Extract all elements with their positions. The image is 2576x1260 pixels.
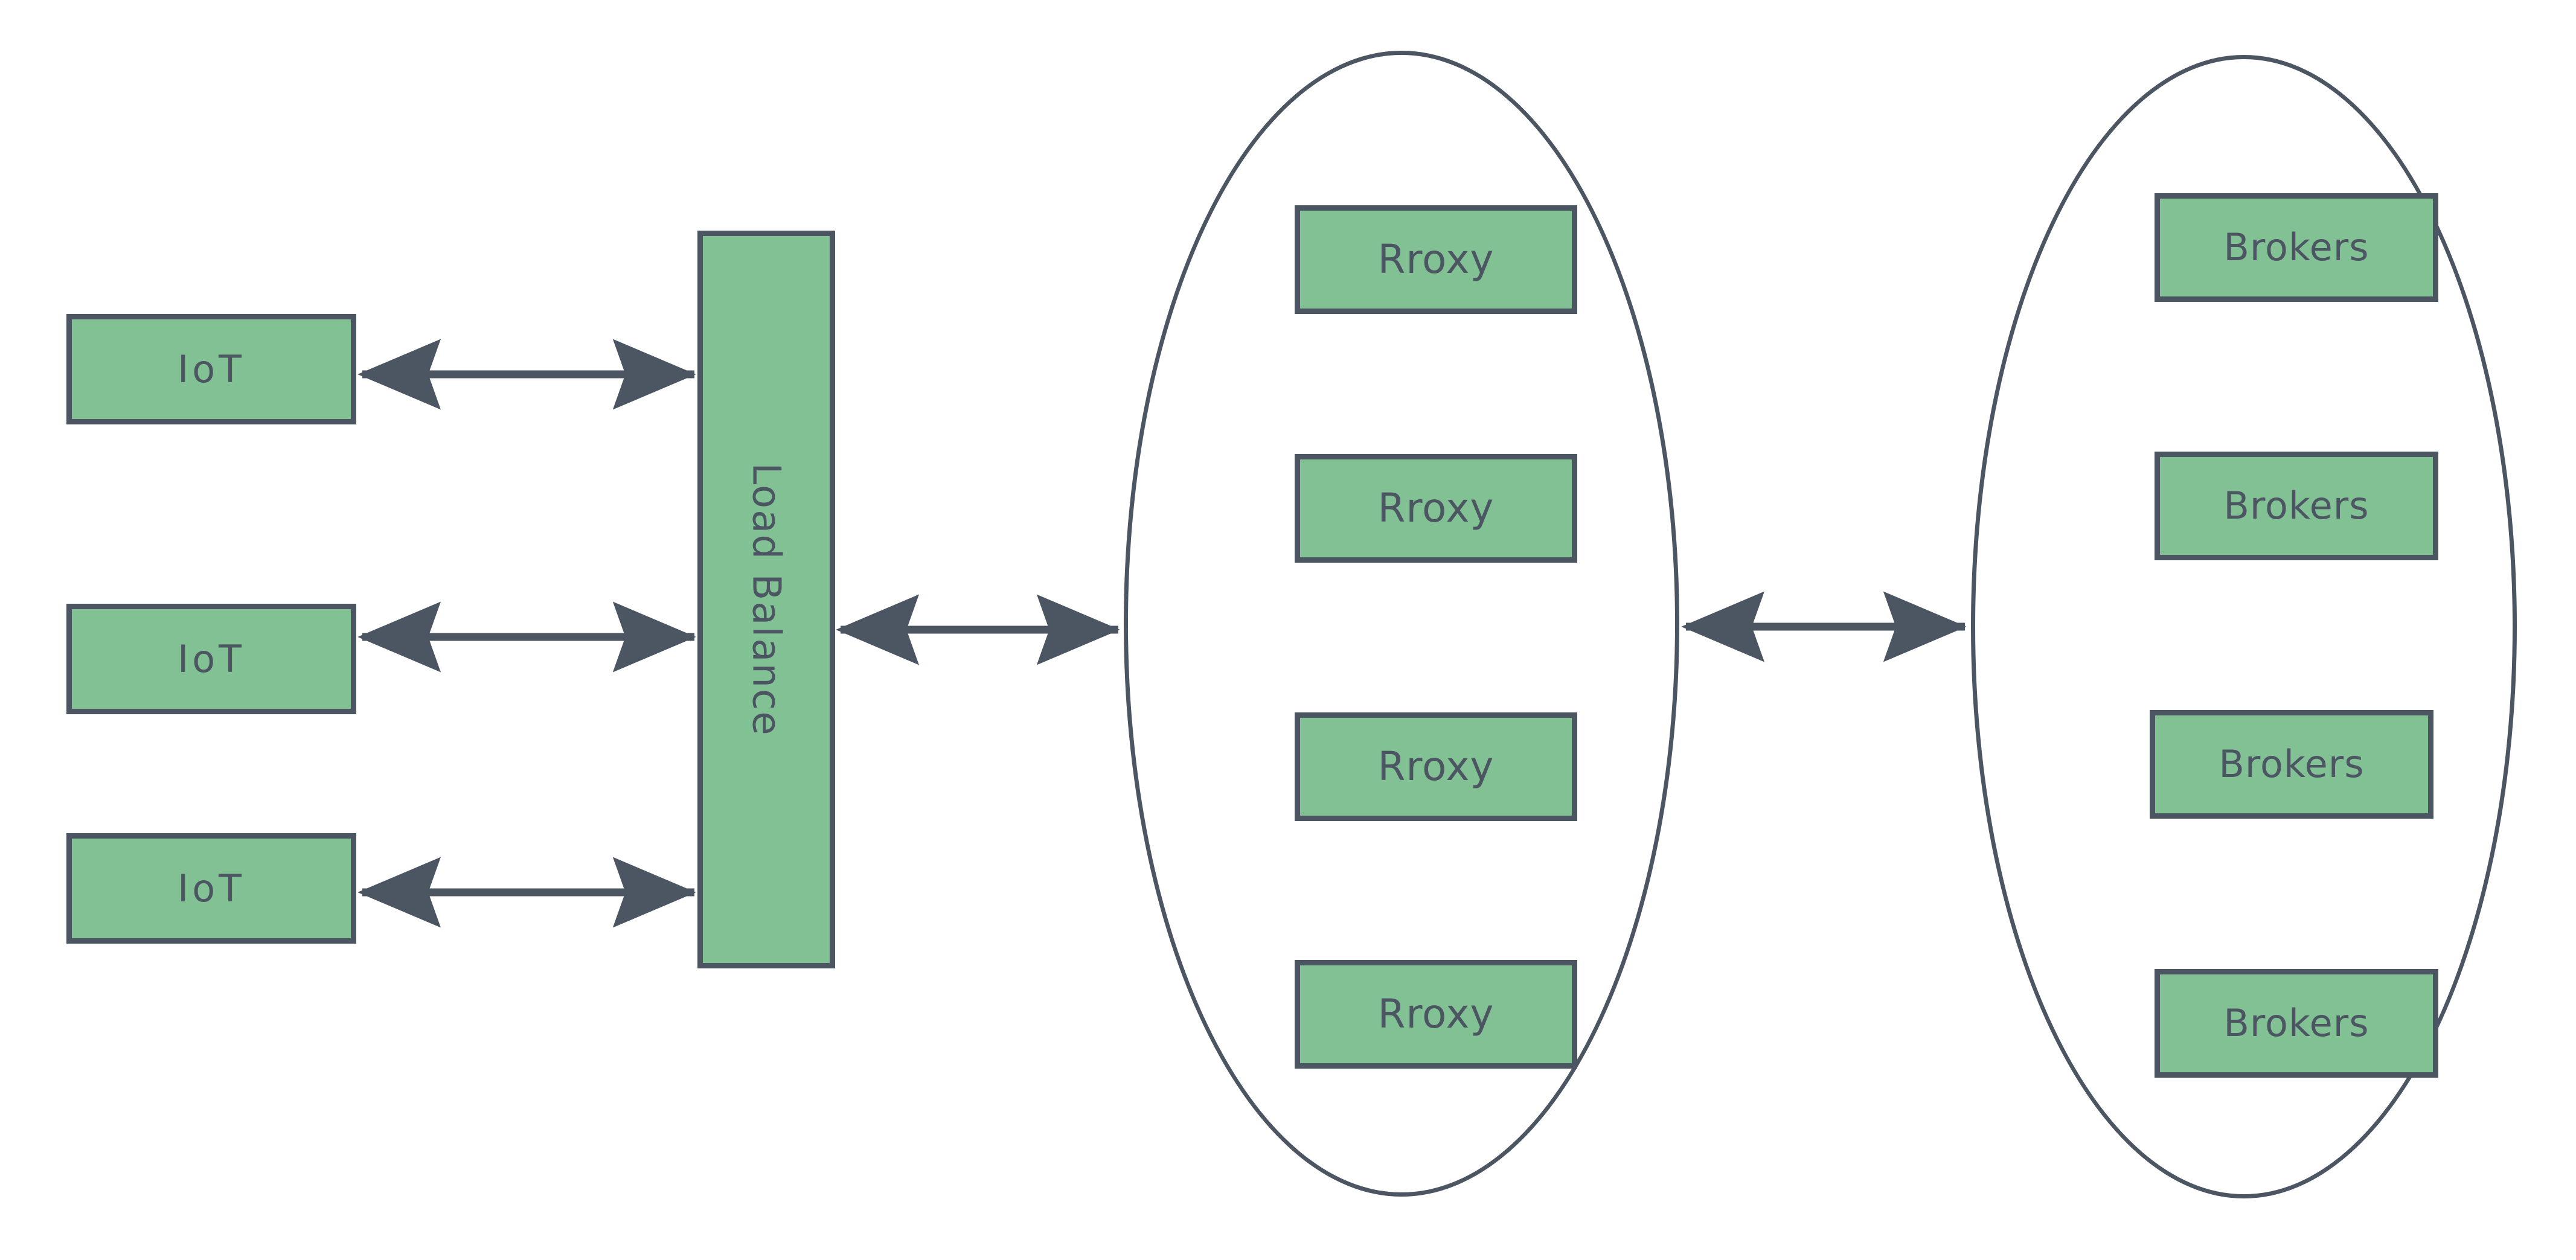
iot-node-3[interactable]: IoT xyxy=(66,833,356,944)
proxy-node-4[interactable]: Rroxy xyxy=(1295,960,1577,1069)
iot-node-3-label: IoT xyxy=(177,866,246,910)
proxy-node-1-label: Rroxy xyxy=(1377,236,1495,283)
proxy-node-3-label: Rroxy xyxy=(1377,743,1495,790)
broker-node-2[interactable]: Brokers xyxy=(2155,452,2438,560)
broker-node-4-label: Brokers xyxy=(2223,1001,2369,1045)
broker-node-1[interactable]: Brokers xyxy=(2155,193,2438,302)
proxy-node-1[interactable]: Rroxy xyxy=(1295,205,1577,314)
proxy-node-2[interactable]: Rroxy xyxy=(1295,454,1577,563)
load-balance-node[interactable]: Load Balance xyxy=(697,231,835,968)
iot-node-1[interactable]: IoT xyxy=(66,314,356,424)
proxy-node-3[interactable]: Rroxy xyxy=(1295,712,1577,821)
broker-node-1-label: Brokers xyxy=(2223,225,2369,269)
load-balance-label: Load Balance xyxy=(744,462,789,737)
broker-node-3-label: Brokers xyxy=(2219,742,2365,786)
broker-node-3[interactable]: Brokers xyxy=(2150,710,2433,819)
iot-node-1-label: IoT xyxy=(177,347,246,391)
proxy-node-2-label: Rroxy xyxy=(1377,485,1495,531)
broker-node-4[interactable]: Brokers xyxy=(2155,969,2438,1078)
iot-node-2-label: IoT xyxy=(177,636,246,681)
broker-node-2-label: Brokers xyxy=(2223,484,2369,528)
proxy-node-4-label: Rroxy xyxy=(1377,991,1495,1037)
iot-node-2[interactable]: IoT xyxy=(66,604,356,714)
